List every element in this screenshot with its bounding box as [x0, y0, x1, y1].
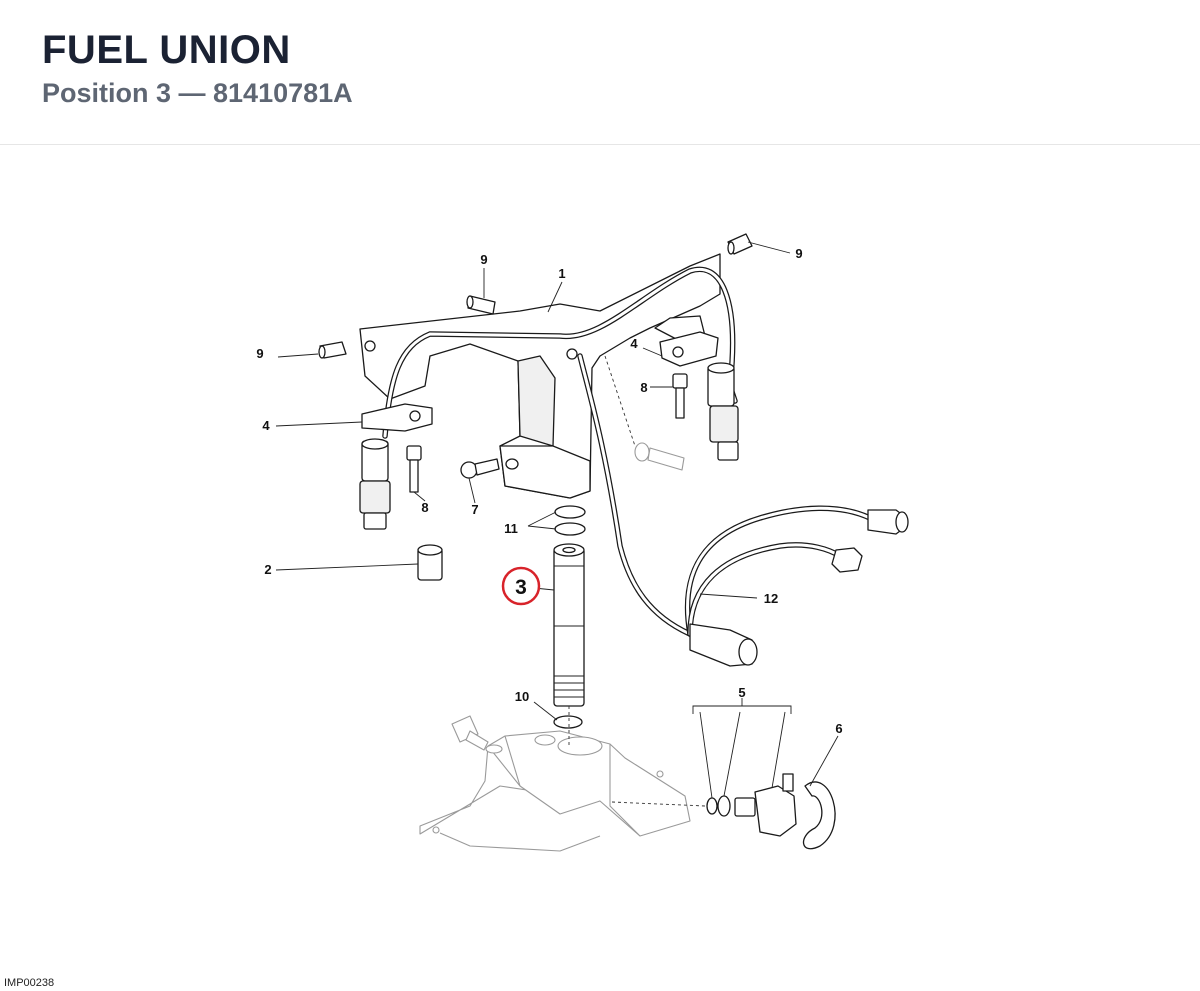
screw-right-ghost [604, 355, 685, 471]
callout-11: 11 [504, 521, 518, 536]
callout-3-highlighted: 3 [515, 576, 527, 599]
fuel-union [553, 543, 585, 746]
o-rings [553, 505, 586, 729]
quick-connector [611, 773, 836, 850]
callout-8-left: 8 [421, 500, 428, 515]
leader-lines [275, 241, 839, 799]
screw-8-right [672, 373, 688, 419]
right-bracket [659, 331, 719, 367]
page-subtitle: Position 3 — 81410781A [42, 78, 353, 108]
left-injector [359, 438, 391, 530]
frame-casting [419, 730, 691, 852]
callout-12: 12 [764, 591, 778, 606]
callout-1: 1 [558, 266, 565, 281]
highlight-ring [501, 566, 541, 606]
callout-4-right: 4 [630, 336, 638, 351]
callout-2: 2 [264, 562, 271, 577]
callout-9-top: 9 [480, 252, 487, 267]
image-code: IMP00238 [4, 977, 55, 989]
callout-7: 7 [471, 502, 478, 517]
callout-9-right: 9 [795, 246, 802, 261]
screw-8-left [406, 445, 422, 493]
grub-screw-right [727, 233, 753, 255]
page-header: FUEL UNION Position 3 — 81410781A [0, 0, 1200, 145]
callout-10: 10 [515, 689, 529, 704]
left-bracket [361, 403, 433, 432]
grub-screw-top [466, 295, 496, 315]
callout-6: 6 [835, 721, 842, 736]
right-injector [707, 362, 739, 461]
grub-screw-left [318, 341, 347, 359]
spacer-bush [417, 544, 443, 581]
callout-4-left: 4 [262, 418, 270, 433]
callout-5: 5 [738, 685, 745, 700]
callout-9-left: 9 [256, 346, 263, 361]
page-title: FUEL UNION [42, 28, 291, 72]
frame-bolt [451, 715, 503, 754]
screw-7 [460, 458, 500, 479]
exploded-parts-diagram: 1 2 4 4 5 6 7 8 8 9 9 9 10 11 12 3 [256, 233, 909, 852]
injector-hoses [382, 266, 738, 637]
callout-8-right: 8 [640, 380, 647, 395]
callout-labels: 1 2 4 4 5 6 7 8 8 9 9 9 10 11 12 3 [256, 246, 842, 736]
wiring-harness [684, 505, 909, 667]
